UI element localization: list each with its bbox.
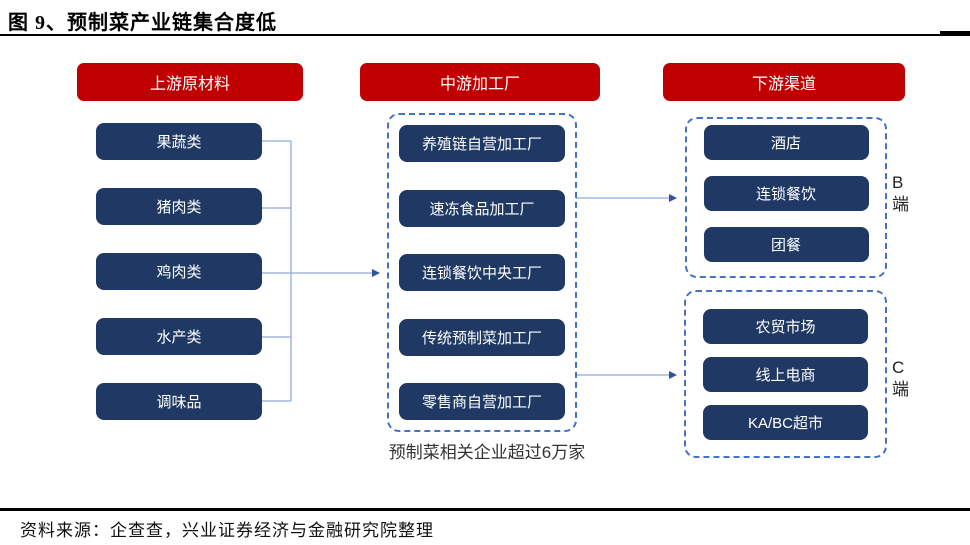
midstream-node: 传统预制菜加工厂 bbox=[399, 318, 565, 356]
bottom-divider bbox=[0, 508, 970, 511]
midstream-group-box: 养殖链自营加工厂速冻食品加工厂连锁餐饮中央工厂传统预制菜加工厂零售商自营加工厂 bbox=[387, 113, 577, 432]
midstream-node: 速冻食品加工厂 bbox=[399, 189, 565, 227]
midstream-caption: 预制菜相关企业超过6万家 bbox=[388, 443, 586, 462]
label-line: 端 bbox=[892, 195, 909, 214]
header-midstream: 中游加工厂 bbox=[360, 63, 600, 101]
downstream-b-node: 连锁餐饮 bbox=[703, 176, 869, 211]
title-divider-endcap bbox=[940, 31, 970, 36]
label-line: 端 bbox=[892, 380, 909, 399]
upstream-node: 鸡肉类 bbox=[96, 253, 262, 290]
source-note: 资料来源：企查查，兴业证券经济与金融研究院整理 bbox=[20, 521, 434, 540]
downstream-c-node: 农贸市场 bbox=[703, 309, 868, 344]
figure-title: 图 9、预制菜产业链集合度低 bbox=[8, 12, 277, 34]
header-upstream: 上游原材料 bbox=[77, 63, 303, 101]
midstream-node: 零售商自营加工厂 bbox=[399, 383, 565, 420]
midstream-node: 养殖链自营加工厂 bbox=[399, 125, 565, 162]
label-line: C bbox=[892, 358, 905, 377]
label-line: B bbox=[892, 173, 904, 192]
midstream-node: 连锁餐饮中央工厂 bbox=[399, 254, 565, 291]
downstream-b-node: 酒店 bbox=[703, 125, 869, 160]
downstream-c-node: KA/BC超市 bbox=[703, 405, 868, 440]
header-downstream: 下游渠道 bbox=[663, 63, 905, 101]
upstream-node: 调味品 bbox=[96, 383, 262, 420]
upstream-node-list: 果蔬类猪肉类鸡肉类水产类调味品 bbox=[96, 123, 262, 420]
downstream-c-group-box: 农贸市场线上电商 KA/BC超市 bbox=[684, 290, 887, 458]
upstream-node: 水产类 bbox=[96, 318, 262, 355]
title-divider bbox=[0, 34, 970, 36]
upstream-node: 果蔬类 bbox=[96, 123, 262, 160]
downstream-c-node: 线上电商 bbox=[703, 357, 868, 392]
upstream-node: 猪肉类 bbox=[96, 188, 262, 225]
downstream-b-group-box: 酒店连锁餐饮团餐 bbox=[685, 117, 887, 278]
downstream-b-node: 团餐 bbox=[703, 227, 869, 262]
